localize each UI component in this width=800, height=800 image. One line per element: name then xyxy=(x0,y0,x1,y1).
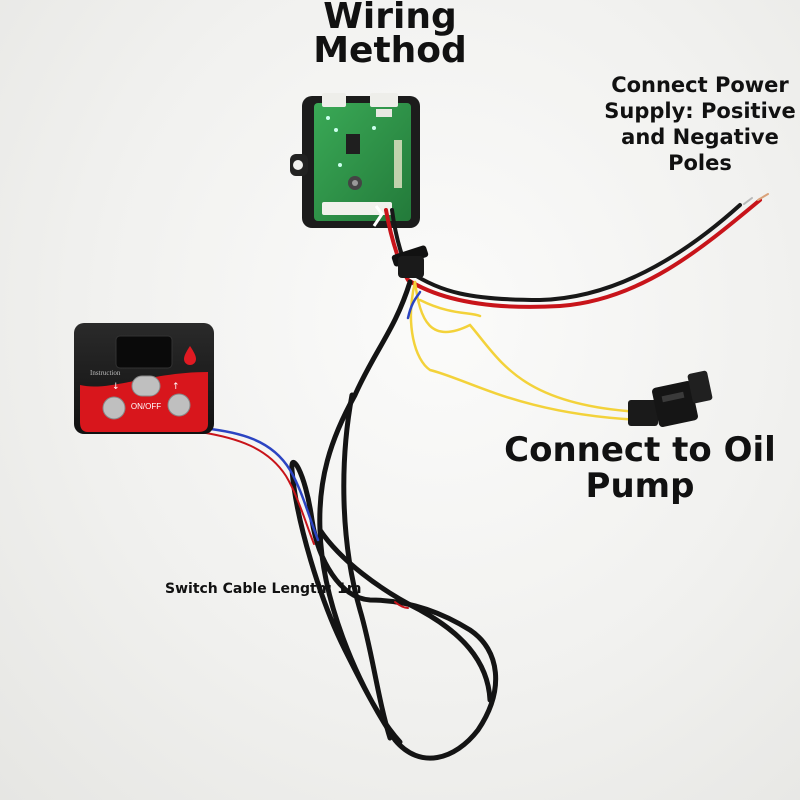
controller-panel: Instruction ON/OFF ↓ ↑ xyxy=(74,323,214,434)
up-arrow-icon: ↑ xyxy=(172,382,180,392)
chip xyxy=(346,134,360,154)
negative-wire xyxy=(390,203,742,303)
power-button xyxy=(131,375,161,397)
connector-top-left xyxy=(322,93,346,107)
power-button-label: ON/OFF xyxy=(131,402,161,411)
harness-cable xyxy=(289,279,499,761)
pcb-board xyxy=(314,103,411,221)
oil-pump-wires xyxy=(409,280,642,422)
oil-pump-connector xyxy=(628,370,713,427)
controller-signal-wires xyxy=(199,290,422,609)
power-leads xyxy=(384,193,769,309)
display-screen xyxy=(115,335,173,369)
cable-clip xyxy=(372,205,429,278)
right-button xyxy=(167,393,191,417)
down-arrow-icon: ↓ xyxy=(112,382,120,392)
power-supply-caption: Connect Power Supply: Positive and Negat… xyxy=(604,73,796,175)
connector-top-right xyxy=(370,93,398,107)
oil-pump-caption: Connect to Oil Pump xyxy=(504,430,776,506)
left-button xyxy=(102,396,126,420)
flame-icon xyxy=(184,346,196,365)
heater-control-board xyxy=(290,93,420,228)
connector-bottom xyxy=(322,202,392,215)
positive-wire xyxy=(384,198,762,309)
pcb-marking-strip xyxy=(394,140,402,188)
cable-length-caption: Switch Cable Length: 1m xyxy=(165,581,362,597)
title-caption: Wiring Method xyxy=(313,0,467,71)
controller-brand-label: Instruction xyxy=(90,369,121,377)
